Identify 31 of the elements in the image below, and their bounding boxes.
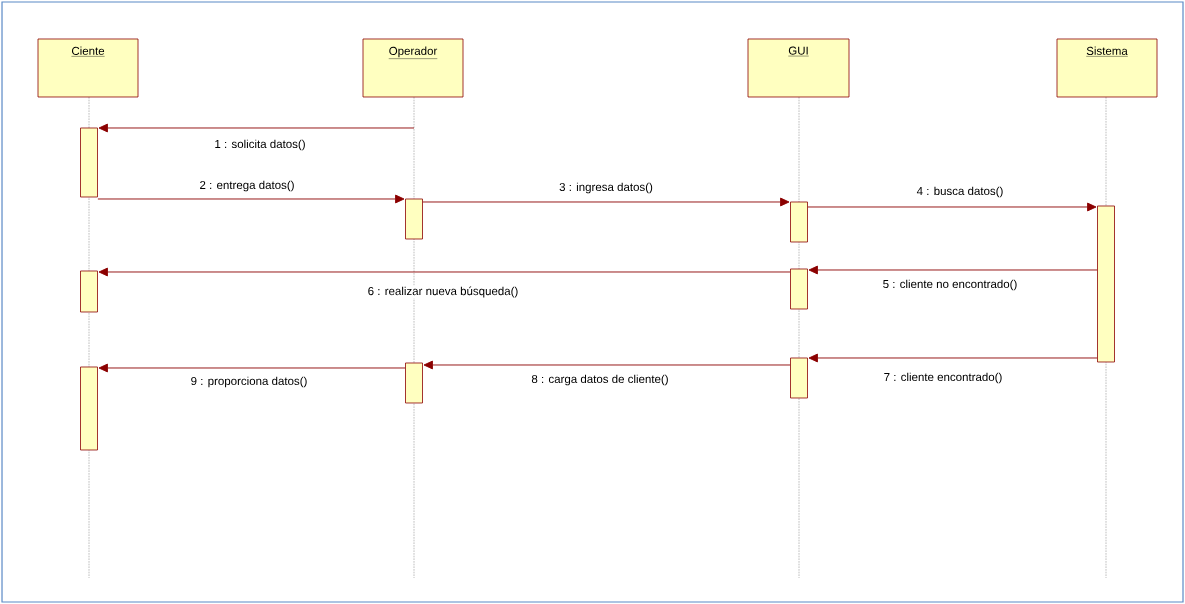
activation-bar [405, 362, 423, 404]
message-label: 6 : realizar nueva búsqueda() [366, 285, 520, 299]
message-arrow [97, 194, 405, 204]
message-label: 5 : cliente no encontrado() [881, 278, 1019, 292]
message-arrow [422, 197, 790, 207]
activation-bar [790, 268, 808, 310]
message-arrow [807, 202, 1097, 212]
activation-bar [405, 198, 423, 240]
message-arrow [98, 123, 415, 133]
message-label: 4 : busca datos() [915, 185, 1005, 199]
activation-bar [80, 270, 98, 313]
activation-bar [790, 357, 808, 399]
activation-bar [80, 127, 98, 198]
object-box: Operador [362, 38, 464, 98]
activation-bar [1097, 205, 1115, 363]
message-label: 3 : ingresa datos() [558, 181, 654, 195]
message-arrow [808, 353, 1098, 363]
message-label: 7 : cliente encontrado() [882, 371, 1004, 385]
message-arrow [808, 265, 1098, 275]
message-label: 8 : carga datos de cliente() [530, 373, 670, 387]
object-box: Sistema [1056, 38, 1158, 98]
message-label: 1 : solicita datos() [213, 138, 307, 152]
object-box: GUI [747, 38, 850, 98]
activation-bar [80, 366, 98, 451]
message-label: 2 : entrega datos() [198, 179, 296, 193]
message-arrow [98, 363, 406, 373]
message-label: 9 : proporciona datos() [189, 375, 309, 389]
message-arrow [423, 360, 791, 370]
activation-bar [790, 201, 808, 243]
message-arrow [98, 267, 791, 277]
object-box: Ciente [37, 38, 139, 98]
